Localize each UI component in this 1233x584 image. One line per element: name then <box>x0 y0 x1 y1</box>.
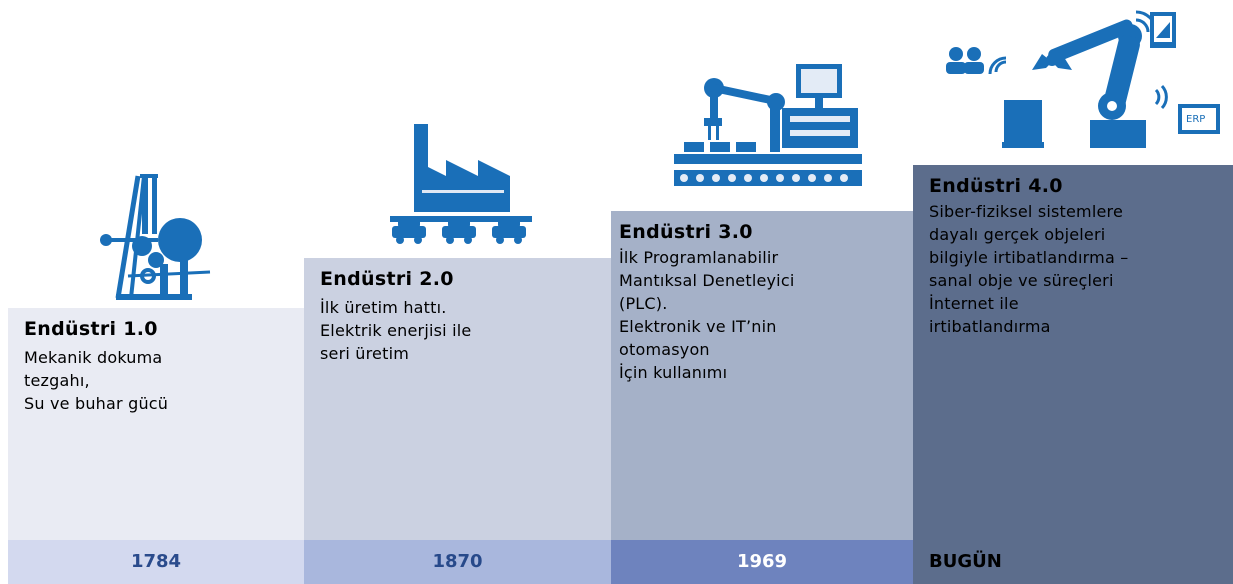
steam-loom-icon <box>100 174 211 300</box>
stage-2-line: seri üretim <box>320 344 410 363</box>
stage-4-line: Siber-fiziksel sistemlere <box>929 202 1124 221</box>
stage-2-line: İlk üretim hattı. <box>320 298 447 317</box>
stage-2-description: İlk üretim hattı. Elektrik enerjisi ile … <box>320 296 471 365</box>
stage-1-line: Su ve buhar gücü <box>24 394 169 413</box>
stage-3-line: İçin kullanımı <box>619 363 728 382</box>
stage-1-line: Mekanik dokuma <box>24 348 163 367</box>
stage-3-line: İlk Programlanabilir <box>619 248 779 267</box>
stage-4-line: irtibatlandırma <box>929 317 1051 336</box>
stage-1-panel: Endüstri 1.0 Mekanik dokuma tezgahı, Su … <box>8 308 304 584</box>
stage-1-year: 1784 <box>8 540 304 584</box>
connected-robot-erp-icon: ERP <box>946 10 1220 148</box>
stage-4-line: dayalı gerçek objeleri <box>929 225 1106 244</box>
stage-2-title: Endüstri 2.0 <box>320 268 454 290</box>
stage-4-line: bilgiyle irtibatlandırma – <box>929 248 1129 267</box>
stage-4-year: BUGÜN <box>929 551 1002 572</box>
factory-assembly-icon <box>390 124 532 244</box>
stage-3-panel: Endüstri 3.0 İlk Programlanabilir Mantık… <box>611 211 913 584</box>
stage-3-line: Elektronik ve IT’nin <box>619 317 777 336</box>
stage-1-description: Mekanik dokuma tezgahı, Su ve buhar gücü <box>24 346 168 415</box>
erp-label: ERP <box>1186 114 1205 125</box>
stage-2-year: 1870 <box>304 540 611 584</box>
stage-4-line: sanal obje ve süreçleri <box>929 271 1114 290</box>
stage-3-line: (PLC). <box>619 294 668 313</box>
stage-4-description: Siber-fiziksel sistemlere dayalı gerçek … <box>929 200 1128 338</box>
stage-2-line: Elektrik enerjisi ile <box>320 321 472 340</box>
stage-1-line: tezgahı, <box>24 371 90 390</box>
stage-1-title: Endüstri 1.0 <box>24 318 158 340</box>
stage-3-year: 1969 <box>611 540 913 584</box>
stage-3-title: Endüstri 3.0 <box>619 221 753 243</box>
stage-4-panel: Endüstri 4.0 Siber-fiziksel sistemlere d… <box>913 165 1233 584</box>
stage-3-line: otomasyon <box>619 340 710 359</box>
stage-3-description: İlk Programlanabilir Mantıksal Denetleyi… <box>619 246 794 384</box>
stage-4-title: Endüstri 4.0 <box>929 175 1063 197</box>
stage-2-panel: Endüstri 2.0 İlk üretim hattı. Elektrik … <box>304 258 611 584</box>
robot-arm-computer-icon <box>674 64 862 186</box>
stage-4-line: İnternet ile <box>929 294 1019 313</box>
stage-3-line: Mantıksal Denetleyici <box>619 271 795 290</box>
